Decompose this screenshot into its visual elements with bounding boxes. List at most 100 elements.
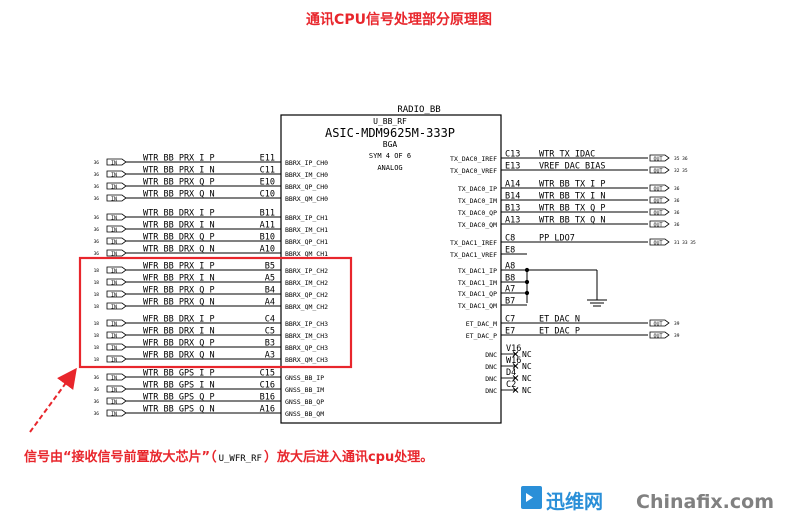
connector-in-label: IN <box>111 184 117 190</box>
annotation-ref: U_WFR_RF <box>219 454 262 464</box>
page-ref: 36 <box>674 222 680 228</box>
offpage-out-connector <box>649 184 670 192</box>
pin-ball: A5 <box>265 274 275 284</box>
page-ref: 36 <box>94 251 100 257</box>
offpage-in-connector <box>106 194 127 202</box>
connector-in-label: IN <box>111 399 117 405</box>
nc-label: NC <box>522 386 532 395</box>
watermark: 迅维网 Chinafix.com <box>521 486 774 513</box>
offpage-out-connector <box>649 238 670 246</box>
pin-function: TX_DAC0_IM <box>458 197 497 205</box>
offpage-in-connector <box>106 302 127 310</box>
net-label: WTR_BB_PRX_Q_P <box>143 178 215 188</box>
pin-ball: C2 <box>506 380 516 390</box>
net-label: WTR_BB_PRX_Q_N <box>143 190 215 200</box>
no-connect-icon <box>512 363 519 369</box>
page-ref: 36 <box>94 411 100 417</box>
offpage-in-connector <box>106 331 127 339</box>
pin-ball: B11 <box>260 209 275 219</box>
connector-in-label: IN <box>111 172 117 178</box>
connector-in-label: IN <box>111 292 117 298</box>
offpage-in-connector <box>106 170 127 178</box>
pin-function: TX_DAC1_IREF <box>450 239 497 247</box>
chip-ref: U_BB_RF <box>373 117 407 126</box>
pin-ball: A7 <box>505 285 515 295</box>
ground-symbol <box>524 267 607 307</box>
net-label: WFR_BB_DRX_Q_P <box>143 339 215 349</box>
pin-function: DNC <box>485 363 497 371</box>
page-ref: 36 <box>94 239 100 245</box>
connector-out-label: OUT <box>653 333 662 339</box>
net-label: WTR_BB_TX_I_N <box>539 192 606 202</box>
net-label: WTR_BB_DRX_Q_P <box>143 233 215 243</box>
net-label: WTR_BB_TX_Q_P <box>539 204 606 214</box>
chip-body <box>280 114 502 424</box>
pin-ball: C13 <box>505 150 520 160</box>
chip-symbol: SYM 4 OF 6 <box>369 152 411 160</box>
pin-function: TX_DAC0_IREF <box>450 155 497 163</box>
pin-function: DNC <box>485 387 497 395</box>
pin-function: BBRX_IP_CH1 <box>285 214 328 222</box>
net-label: ET_DAC_N <box>539 315 580 325</box>
pin-ball: B5 <box>265 262 275 272</box>
net-label: WFR_BB_DRX_I_N <box>143 327 215 337</box>
pin-ball: A3 <box>265 351 275 361</box>
offpage-in-connector <box>106 225 127 233</box>
pin-ball: A10 <box>260 245 275 255</box>
net-label: WTR_TX_IDAC <box>539 150 595 160</box>
net-label: WTR_BB_GPS_I_P <box>143 369 215 379</box>
pin-function: BBRX_IM_CH1 <box>285 226 328 234</box>
connector-out-label: OUT <box>653 186 662 192</box>
pin-ball: A4 <box>265 298 275 308</box>
pin-function: BBRX_QM_CH0 <box>285 195 328 203</box>
page-ref: 36 <box>674 186 680 192</box>
connector-in-label: IN <box>111 321 117 327</box>
page-title: 通讯CPU信号处理部分原理图 <box>306 11 492 28</box>
highlight-box <box>78 256 353 369</box>
pin-function: BBRX_QP_CH3 <box>285 344 328 352</box>
page-ref: 36 <box>94 196 100 202</box>
connector-in-label: IN <box>111 251 117 257</box>
page-ref: 36 <box>94 215 100 221</box>
pin-function: TX_DAC1_VREF <box>450 251 497 259</box>
page-ref: 36 <box>94 375 100 381</box>
net-label: WFR_BB_PRX_Q_N <box>143 298 215 308</box>
offpage-in-connector <box>106 397 127 405</box>
pin-ball: A14 <box>505 180 520 190</box>
pin-ball: B4 <box>265 286 275 296</box>
page-ref: 36 <box>674 198 680 204</box>
pin-function: ET_DAC_M <box>466 320 497 328</box>
pin-function: TX_DAC0_QP <box>458 209 497 217</box>
pin-ball: C8 <box>505 234 515 244</box>
connector-out-label: OUT <box>653 222 662 228</box>
connector-in-label: IN <box>111 333 117 339</box>
net-label: WFR_BB_DRX_Q_N <box>143 351 215 361</box>
connector-in-label: IN <box>111 375 117 381</box>
pin-ball: V16 <box>506 344 521 354</box>
net-label: WTR_BB_TX_Q_N <box>539 216 606 226</box>
net-label: WTR_BB_PRX_I_N <box>143 166 215 176</box>
net-label: WTR_BB_GPS_Q_N <box>143 405 215 415</box>
connector-in-label: IN <box>111 160 117 166</box>
pin-ball: C4 <box>265 315 275 325</box>
